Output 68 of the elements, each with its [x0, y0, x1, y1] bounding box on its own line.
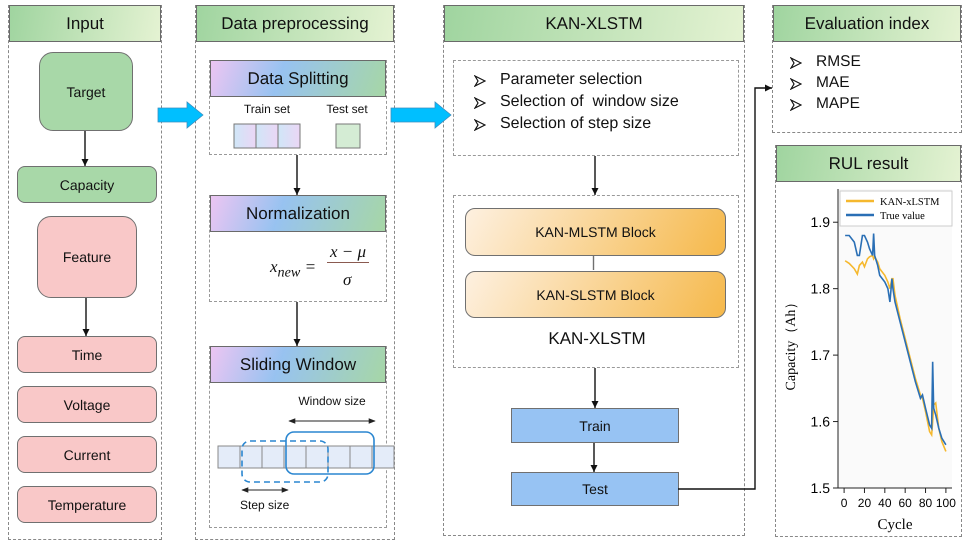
axis-title: Capacity（Ah）: [784, 296, 799, 390]
block-arrow: [390, 101, 452, 129]
process-box: Time: [17, 336, 157, 373]
list-item: Parameter selection: [500, 71, 642, 89]
list-item: Selection of step size: [500, 115, 652, 133]
panel-title: Input: [9, 5, 161, 42]
legend-label: KAN-xLSTM: [880, 197, 940, 208]
formula-term: x − μ: [327, 242, 370, 263]
section-panel: [209, 60, 387, 155]
block-caption: KAN-XLSTM: [548, 329, 646, 349]
process-box: Temperature: [17, 486, 157, 523]
arrow: [82, 298, 90, 336]
process-box: Test: [511, 472, 679, 506]
process-box: Target: [39, 52, 133, 131]
panel: [443, 5, 745, 536]
set-label: Train set: [244, 102, 290, 116]
tick-label: 100: [936, 496, 956, 510]
panel-title: Normalization: [210, 195, 386, 232]
arrow: [678, 84, 772, 490]
panel-title: Data Splitting: [210, 60, 386, 97]
panel: [8, 5, 162, 540]
process-box: KAN-MLSTM Block: [465, 208, 726, 256]
legend-label: True value: [880, 211, 925, 222]
panel: [775, 145, 962, 537]
dimension-label: Window size: [298, 394, 366, 408]
process-box: KAN-SLSTM Block: [465, 271, 726, 318]
formula-term: x$_{new}$ =: [270, 257, 316, 282]
tick-label: 80: [918, 496, 932, 510]
arrow: [592, 368, 598, 408]
arrow: [82, 131, 88, 166]
set-label: Test set: [326, 102, 368, 116]
process-box: Feature: [37, 216, 137, 298]
tick-label: 1.7: [810, 347, 830, 364]
connector-line: [592, 255, 594, 270]
dimension-label: Step size: [240, 498, 290, 512]
process-box: Capacity: [17, 166, 157, 203]
arrow: [294, 155, 300, 195]
formula-term: σ: [343, 270, 352, 290]
panel-title: KAN-XLSTM: [444, 5, 744, 42]
block-arrow: [158, 101, 204, 129]
list-item: RMSE: [816, 53, 861, 71]
tick-label: 1.5: [810, 480, 830, 496]
panel: [772, 5, 962, 133]
tick-label: 1.9: [810, 214, 830, 230]
arrow: [592, 156, 598, 195]
panel-title: Data preprocessing: [196, 5, 394, 42]
tick-label: 20: [858, 496, 872, 510]
group-box: [453, 195, 739, 368]
tick-label: 60: [898, 496, 912, 510]
tick-label: 0: [840, 496, 848, 510]
list-item: MAPE: [816, 95, 860, 113]
process-box: Current: [17, 436, 157, 473]
tick-label: 1.6: [810, 414, 830, 430]
process-box: Train: [511, 408, 679, 443]
axis-title: Cycle: [878, 517, 912, 533]
panel: [195, 5, 395, 540]
tick-label: 1.8: [810, 280, 830, 297]
arrow: [590, 443, 598, 472]
tick-label: 40: [878, 496, 892, 510]
list-item: Selection of window size: [500, 93, 679, 111]
panel-title: RUL result: [776, 145, 961, 182]
panel-title: Evaluation index: [773, 5, 961, 42]
arrow: [294, 302, 300, 346]
list-item: MAE: [816, 74, 850, 92]
panel-title: Sliding Window: [210, 346, 386, 383]
process-box: Voltage: [17, 386, 157, 423]
section-panel: [209, 195, 387, 302]
group-box: [453, 60, 739, 156]
